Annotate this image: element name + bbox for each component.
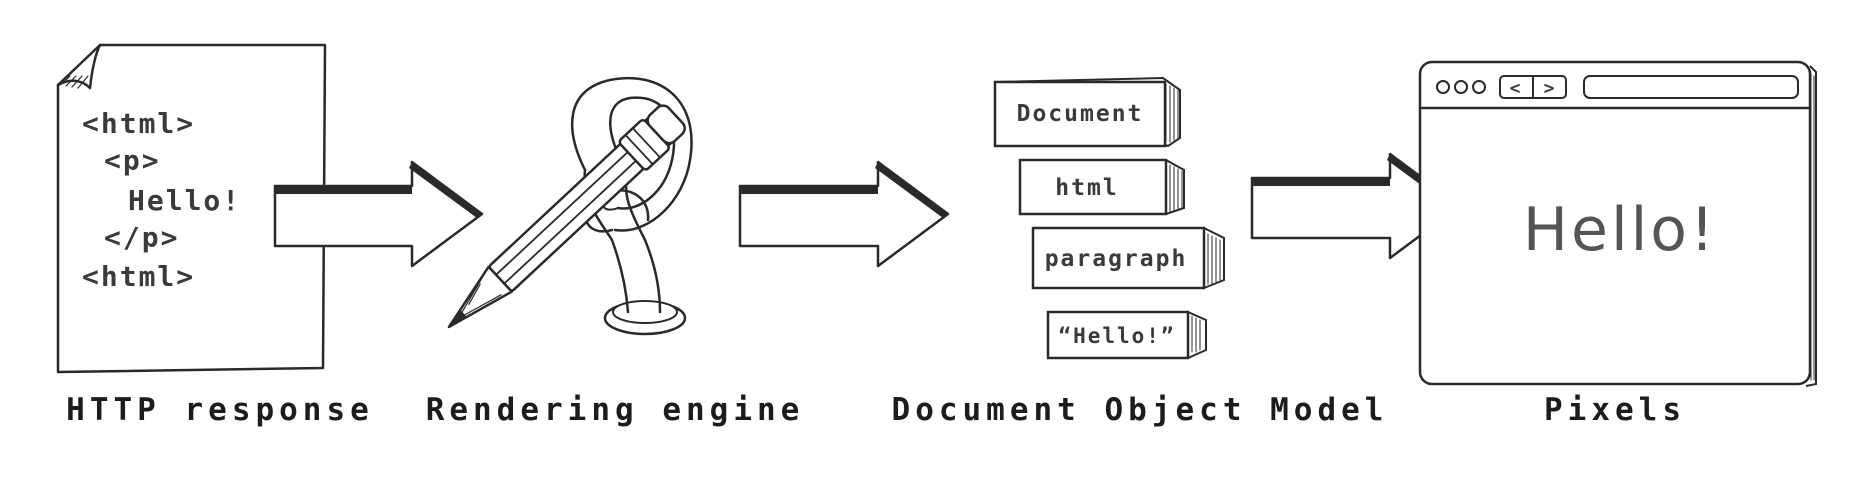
caption-rendering-engine: Rendering engine <box>425 392 805 428</box>
window-dot-icon <box>1472 80 1486 94</box>
dom-node-text: “Hello!” <box>1046 310 1207 360</box>
http-response-document: <html> <p> Hello! </p> <html> <box>56 43 327 374</box>
window-dot-icon <box>1454 80 1468 94</box>
forward-button: > <box>1544 78 1557 99</box>
dom-node-label: paragraph <box>1045 246 1188 272</box>
dom-node-label: html <box>1055 175 1118 201</box>
dom-node-label: Document <box>1017 101 1144 127</box>
caption-http-response: HTTP response <box>66 392 374 428</box>
window-dot-icon <box>1436 80 1450 94</box>
code-line: <p> <box>104 144 161 177</box>
dom-node-document: Document <box>993 76 1181 148</box>
dom-node-paragraph: paragraph <box>1031 226 1225 290</box>
code-line: </p> <box>104 221 179 254</box>
back-button: < <box>1510 78 1523 99</box>
rendering-engine-icon <box>447 76 693 336</box>
dom-tree: Document html paragraph “Hello!” <box>993 76 1225 360</box>
dom-node-label: “Hello!” <box>1058 324 1175 348</box>
dom-node-html: html <box>1018 158 1185 216</box>
caption-document-object-model: Document Object Model <box>891 392 1389 428</box>
code-line: Hello! <box>128 184 241 217</box>
caption-pixels: Pixels <box>1544 392 1686 428</box>
browser-window: < > Hello! <box>1418 60 1817 387</box>
rendered-hello-text: Hello! <box>1523 195 1717 265</box>
code-line: <html> <box>82 260 195 293</box>
arrow-right-icon <box>738 160 950 268</box>
address-bar <box>1583 75 1799 99</box>
arrow-right-icon <box>273 160 484 268</box>
code-line: <html> <box>82 107 195 140</box>
